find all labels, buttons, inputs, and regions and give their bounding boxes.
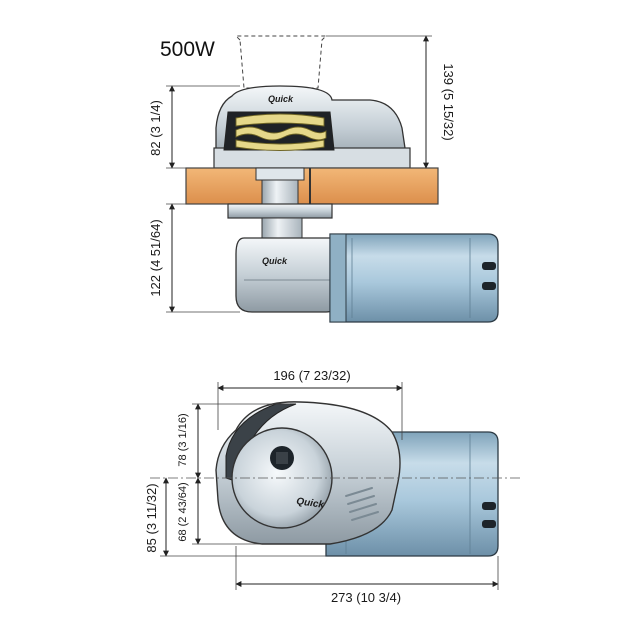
dim-above-deck: 82 (3 1/4)	[148, 85, 240, 169]
dim-base-depth: 85 (3 11/32)	[144, 477, 326, 557]
dim-top-height: 139 (5 15/32)	[326, 35, 456, 169]
dim-width-label: 196 (7 23/32)	[273, 368, 350, 383]
dim-front-half-label: 78 (3 1/16)	[177, 413, 189, 466]
dim-below-deck: 122 (4 51/64)	[148, 203, 240, 313]
side-elevation: Quick Quick 139 (5 15/32)	[148, 35, 499, 323]
dim-front-half: 78 (3 1/16)	[177, 403, 290, 479]
motor-flange	[329, 233, 347, 323]
gearbox	[235, 237, 335, 313]
dim-length: 273 (10 3/4)	[235, 546, 499, 605]
brand-label-gearbox: Quick	[262, 256, 288, 266]
dim-above-deck-label: 82 (3 1/4)	[148, 100, 163, 156]
dim-width: 196 (7 23/32)	[217, 368, 403, 440]
deck-board	[185, 167, 439, 205]
gearbox-neck	[261, 217, 303, 239]
dim-below-deck-label: 122 (4 51/64)	[148, 219, 163, 296]
dim-base-depth-label: 85 (3 11/32)	[144, 483, 159, 552]
dim-top-height-label: 139 (5 15/32)	[441, 63, 456, 140]
motor-terminals-plan	[482, 502, 496, 528]
shaft-collar	[255, 167, 305, 181]
dim-rear-half: 68 (2 43/64)	[177, 477, 262, 545]
cover-base-rim	[213, 147, 411, 169]
dim-rear-half-label: 68 (2 43/64)	[177, 482, 189, 541]
capstan-outline-dashed	[234, 35, 328, 89]
under-deck-plate	[227, 203, 333, 219]
motor-terminals	[482, 262, 496, 290]
brand-label-plan: Quick	[296, 496, 325, 511]
motor	[329, 233, 499, 323]
brand-label-top: Quick	[268, 94, 294, 104]
plan-view: Quick 196 (7 23/32) 273 (10 3/4)	[144, 368, 520, 605]
dim-length-label: 273 (10 3/4)	[331, 590, 401, 605]
gypsy-chain-wheel	[235, 113, 327, 151]
vent-slots	[345, 487, 379, 521]
model-label: 500W	[160, 38, 215, 61]
